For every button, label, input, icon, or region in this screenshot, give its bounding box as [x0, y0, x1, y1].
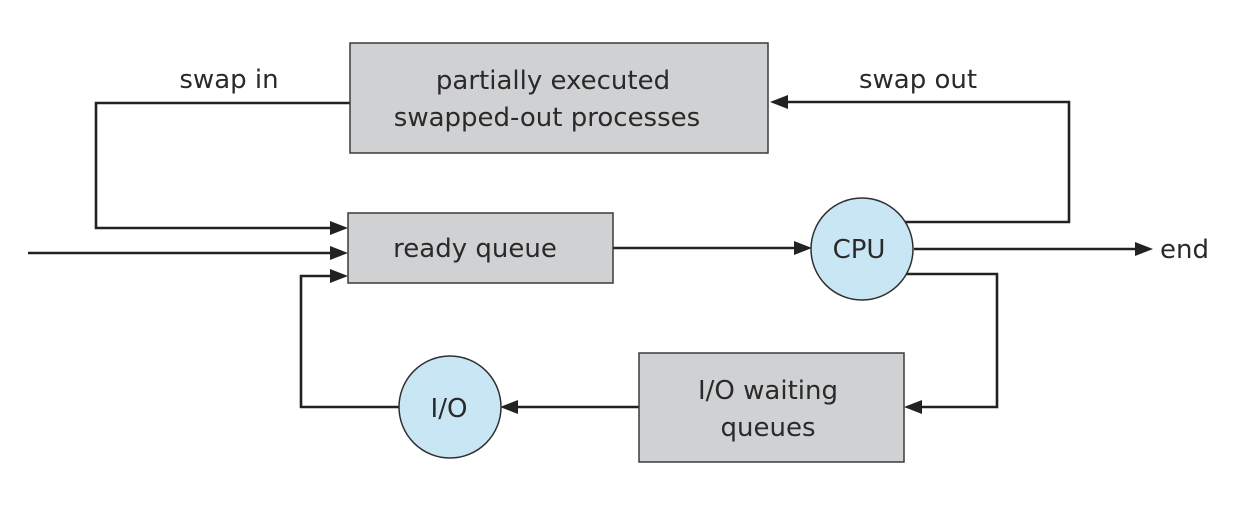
swap-out-label: swap out — [859, 65, 977, 95]
io-to-ready-arrowhead — [330, 269, 348, 283]
io-waiting-label-line1: I/O waiting — [698, 376, 838, 406]
swap-out-arrowhead — [770, 95, 788, 109]
swap-in-edge — [94, 101, 350, 230]
io-to-ready-edge — [299, 274, 400, 409]
io-node — [398, 355, 502, 459]
swap-in-label: swap in — [179, 65, 278, 95]
ready-queue-label: ready queue — [393, 234, 557, 264]
ready-to-cpu-arrowhead — [794, 241, 812, 255]
swapped-out-processes-box — [349, 42, 769, 154]
swap-out-edge — [785, 100, 1071, 224]
cpu-to-io-wait-edge — [905, 272, 999, 409]
swapped-out-label-line2: swapped-out processes — [394, 103, 700, 133]
cpu-to-io-wait-arrowhead — [904, 400, 922, 414]
io-waiting-label-line2: queues — [721, 413, 816, 443]
cpu-label: CPU — [833, 235, 886, 265]
end-label: end — [1160, 235, 1209, 265]
new-process-arrowhead — [330, 246, 348, 260]
io-label: I/O — [431, 394, 468, 424]
cpu-node — [810, 197, 914, 301]
io-wait-to-io-arrowhead — [500, 400, 518, 414]
swapped-out-label-line1: partially executed — [436, 66, 670, 96]
ready-queue-box — [347, 212, 614, 284]
swap-in-arrowhead — [330, 221, 348, 235]
io-waiting-queues-box — [638, 352, 905, 463]
cpu-to-end-arrowhead — [1135, 242, 1153, 256]
